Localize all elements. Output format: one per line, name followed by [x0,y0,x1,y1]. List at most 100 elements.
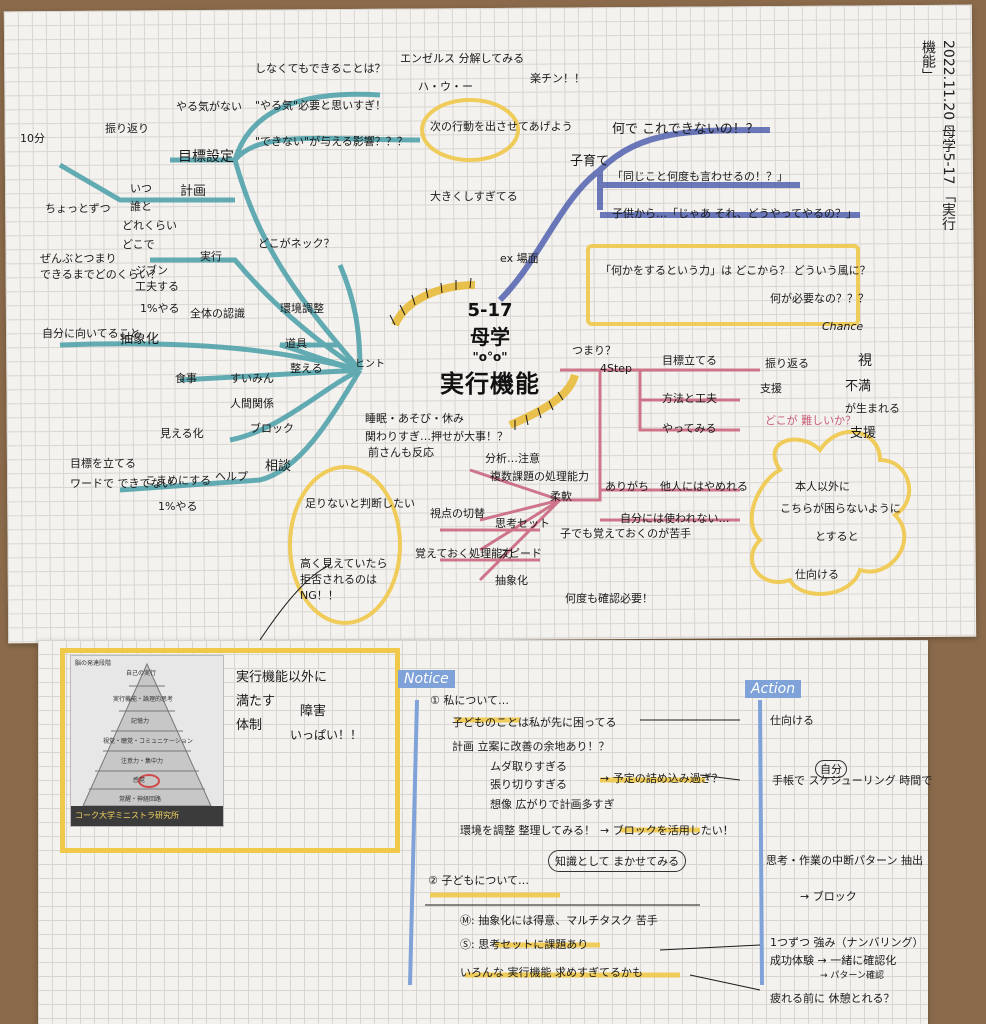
action-line-7: → パターン確認 [820,971,884,981]
header-date: 2022.11.20 [940,40,956,121]
cloud-item-3: 仕向ける [795,568,839,581]
notice-line-0: 子どものことは私が先に困ってる [452,716,617,729]
pyramid-title: 脳の発達段階 [75,660,112,667]
mokuhyo-item-3: "できない"が与える影響？？？ [255,135,408,148]
notice-section-1-label: ② 子どもについて… [428,874,530,887]
jikkou-item-2: 方法と工夫 [662,392,717,405]
lower-left-note-4: いっぱい！！ [290,728,363,742]
center-title: 実行機能 [440,370,540,398]
notice-line-4: 想像 広がりで計画多すぎ [490,798,615,811]
pyramid-level-6: 覚醒・神経回路 [119,796,162,803]
notice-line-3: 張り切りすぎる [490,778,567,791]
pyramid-image: 自己の実行 実行機能・論理的思考 記憶力 視覚・聴覚・コミュニケーション 注意力… [70,655,224,827]
mokuhyo-item-7: 次の行動を出させてあげよう [430,120,573,133]
chushoka-item-0: 自分に向いてること [42,327,141,340]
hint-item-4: 食事 [175,372,197,385]
branch-mokuhyo: 目標設定 [178,149,234,165]
mokuhyo-item-1: しなくてもできることは？ [255,62,386,75]
center-code: 5-17 [467,300,513,321]
keikaku-item-0: いつ [130,182,152,195]
lower-left-note-0: 実行機能以外に [236,670,328,685]
chance-item-1: 不満 [845,379,872,394]
branch-soudan: 相談 [265,459,292,474]
mokuhyo-item-5: ハ・ウ・ー [418,80,473,93]
pyramid-icon [71,662,223,826]
chushoka-item-1: 全体の認識 [190,307,245,320]
jikkou-item-1: 目標立てる [662,354,717,367]
cloud-item-2: とすると [815,530,859,543]
mokuhyo-item-0: やる気がない [176,100,242,113]
cloud-item-1: こちらが困らないように [780,502,901,515]
notice-line-1: 計画 立案に改善の余地あり！？ [452,740,610,753]
kosodate-item-5: ex 場面 [500,252,539,265]
keikaku-item-9: 振り返り [105,122,149,135]
header-issue: 母学5-17 [940,124,956,185]
jikkou-item-0: 4Step [600,362,633,375]
muzukashii-item-2: 思考セット [495,517,550,530]
notice-highlight: → 予定の詰め込み過ぎ？ [600,772,723,785]
lower-left-note-1: 満たす [236,694,276,709]
center-subtitle: 母学 [470,325,510,349]
pyramid-level-1: 実行機能・論理的思考 [113,696,174,703]
jikkou-item-7: どこが 難しいか？ [765,414,857,427]
notice-line-6: 環境を調整 整理してみる！ [460,824,596,837]
notice-line-7: → ブロックを活用したい！ [600,824,734,837]
branch-kosodate: 子育て [570,154,610,169]
jikkou-item-3: やってみる [662,422,717,435]
notice-header: Notice [398,670,455,688]
soudan-item-4: 1%やる [158,500,198,513]
hint-item-2: 整える [290,362,323,375]
hint-item-1: 道具 [285,337,307,350]
left-note-5: 高く見えていたら 拒否されるのは NG！！ [300,557,388,602]
notice-line-s1-2: いろんな 実行機能 求めすぎてるかも [460,966,643,979]
soudan-item-1: 前さんも反応 [368,446,434,459]
notice-line-2: ムダ取りすぎる [490,760,567,773]
mokuhyo-item-8: 大きくしすぎてる [430,190,518,203]
header-topic: 「実行機能」 [920,40,956,231]
left-note-1: できるまでどのくらい？ [40,268,161,281]
jikkou-item-4: 振り返る [765,357,809,370]
pyramid-level-0: 自己の実行 [126,670,157,677]
muzukashii-item-3: スピード [498,547,542,560]
left-note-2: 目標を立てる [70,457,136,470]
pyramid-level-3: 視覚・聴覚・コミュニケーション [103,738,193,745]
kosodate-item-3: 「何かをするという力」は どこから？ どういう風に？ [600,264,871,277]
hint-item-3: どこがネック？ [258,237,335,250]
soudan-item-2: ヘルプ [215,470,248,483]
hint-item-0: 環境調整 [280,302,324,315]
action-header: Action [745,680,802,698]
muzukashii-item-7: 柔軟 [550,490,572,503]
mokuhyo-item-6: 楽チン！！ [530,72,585,85]
soudan-item-0: 関わりすぎ…押せが大事！？ [365,430,508,443]
header-date-topic: 2022.11.20 母学5-17 「実行機能」 [918,40,958,240]
muzukashii-item-12: 何度も確認必要！ [565,592,653,605]
hint-item-7: ブロック [250,422,294,435]
muzukashii-item-4: 抽象化 [495,574,528,587]
hint-item-6: 人間関係 [230,397,274,410]
kosodate-item-4: 何が必要なの？？？ [770,292,869,305]
action-line-8: 疲れる前に 休憩とれる？ [770,992,895,1005]
action-line-6: 成功体験 → 一緒に確認化 [770,954,897,967]
kosodate-item-2: 子供から…「じゃあ それ、どうやってやるの？」 [612,207,858,220]
keikaku-item-4: ジブン [135,264,168,277]
mokuhyo-item-2: "やる気"必要と思いすぎ！ [255,99,387,112]
action-line-3: 思考・作業の中断パターン 抽出 [766,854,923,867]
pyramid-caption: コーク大学ミニストラ研究所 [75,811,179,820]
pyramid-level-5: 感覚 [133,777,146,784]
action-line-0: 仕向ける [770,714,814,727]
hint-item-5: すいみん [230,372,274,385]
chance-item-3: 支援 [850,426,877,441]
chance-item-0: 視 [858,353,872,369]
chance-label: Chance [822,320,864,333]
branch-jikkou: つまり？ [572,344,616,357]
muzukashii-item-5: 視点の切替 [430,507,485,520]
muzukashii-item-0: 分析…注意 [485,452,540,465]
left-note-3: ワードで できてない [70,477,173,490]
muzukashii-item-11: 子でも覚えておくのが苦手 [560,527,692,540]
kosodate-item-0: 何で これできないの！？ [612,122,759,137]
cloud-item-0: 本人以外に [795,480,850,493]
lower-left-note-3: 障害 [300,704,327,719]
left-note-4: 足りないと判断したい [305,497,415,510]
muzukashii-item-6: 覚えておく処理能力 [415,547,514,560]
